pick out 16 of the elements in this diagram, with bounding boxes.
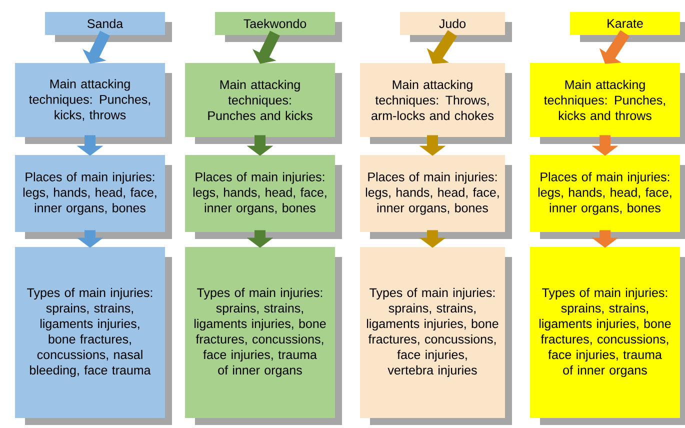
process-box: Places of main injuries: legs, hands, head, face, inner organs, bones bbox=[15, 155, 172, 239]
process-box: Places of main injuries: legs, hands, head, face, inner organs, bones bbox=[530, 155, 685, 239]
process-box: Types of main injuries: sprains, strains, ligaments injuries, bone fractures, concussions, nasal bleeding, face trauma bbox=[15, 247, 172, 425]
process-box: Main attacking techniques: Punches, kicks and throws bbox=[530, 63, 685, 144]
process-box: Types of main injuries: sprains, strains, ligaments injuries, bone fractures, concussions, face injuries, trauma of inner organs bbox=[185, 247, 342, 425]
process-box: Main attacking techniques: Punches, kicks, throws bbox=[15, 63, 172, 144]
process-box: Main attacking techniques: Throws, arm-locks and chokes bbox=[360, 63, 512, 144]
title-box: Judo bbox=[400, 12, 512, 42]
process-box: Main attacking techniques: Punches and kicks bbox=[185, 63, 342, 144]
process-box: Places of main injuries: legs, hands, head, face, inner organs, bones bbox=[360, 155, 512, 239]
title-box: Sanda bbox=[45, 12, 172, 42]
process-box: Types of main injuries: sprains, strains, ligaments injuries, bone fractures, concussions, face injuries, trauma of inner organs bbox=[530, 247, 685, 425]
process-box: Places of main injuries: legs, hands, head, face, inner organs, bones bbox=[185, 155, 342, 239]
title-box: Taekwondo bbox=[215, 12, 342, 42]
process-box: Types of main injuries: sprains, strains, ligaments injuries, bone fractures, concussions, face injuries, vertebra injuries bbox=[360, 247, 512, 425]
title-box: Karate bbox=[570, 12, 685, 42]
